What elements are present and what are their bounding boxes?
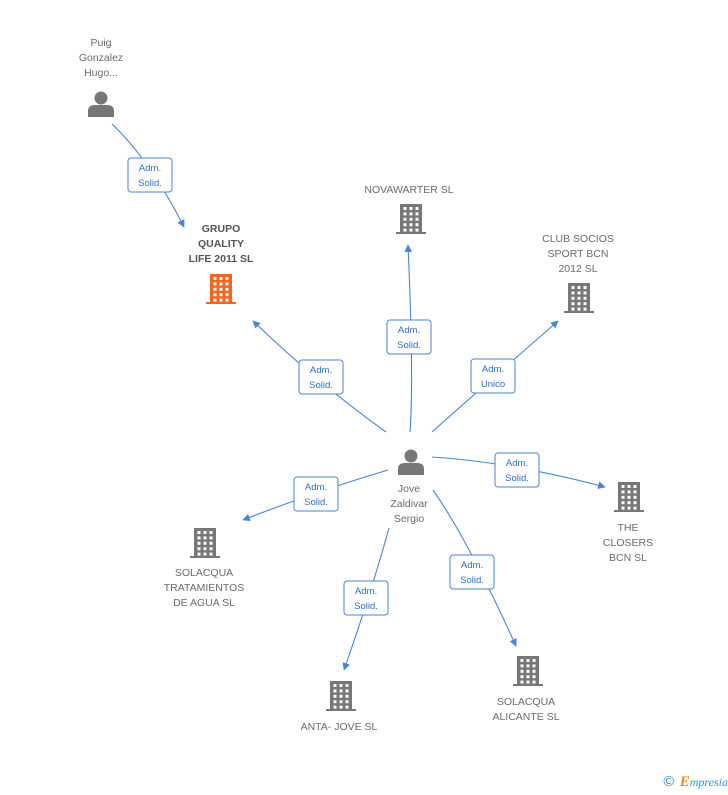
node-label: NOVAWARTER SL <box>364 184 453 196</box>
relation-label: Solid. <box>138 178 162 189</box>
relation-badge-club[interactable]: Adm. Unico <box>470 358 516 394</box>
relation-label: Adm. <box>310 365 332 376</box>
relation-label: Adm. <box>461 560 483 571</box>
relation-label: Adm. <box>482 364 504 375</box>
relation-label: Solid. <box>309 380 333 391</box>
relation-badge-solacqua_trat[interactable]: Adm. Solid. <box>293 476 339 512</box>
relation-label: Solid. <box>397 340 421 351</box>
relation-label: Solid. <box>354 601 378 612</box>
node-label: SOLACQUA <box>175 567 233 579</box>
node-label: 2012 SL <box>558 263 597 275</box>
relation-badge-box <box>449 554 495 590</box>
relation-badge-box <box>293 476 339 512</box>
building-icon <box>396 204 426 234</box>
relation-badge-box <box>494 452 540 488</box>
node-label: CLOSERS <box>603 537 653 549</box>
node-nova[interactable]: NOVAWARTER SL <box>364 184 454 234</box>
node-label: GRUPO <box>202 223 241 235</box>
node-label: TRATAMIENTOS <box>164 582 245 594</box>
relation-label: Adm. <box>506 458 528 469</box>
building-icon <box>190 528 220 558</box>
edge-jove-solacqua_ali <box>432 489 517 647</box>
empresia-watermark[interactable]: © E mpresia <box>662 773 728 791</box>
relation-label: Adm. <box>139 163 161 174</box>
relation-label: Adm. <box>305 482 327 493</box>
brand-name: mpresia <box>689 774 728 789</box>
building-icon <box>326 681 356 711</box>
brand-initial: E <box>679 773 690 790</box>
building-icon <box>513 656 543 686</box>
relation-badge-anta[interactable]: Adm. Solid. <box>343 580 389 616</box>
relation-badge-nova[interactable]: Adm. Solid. <box>386 319 432 355</box>
node-label: BCN SL <box>609 552 647 564</box>
relation-badge-solacqua_ali[interactable]: Adm. Solid. <box>449 554 495 590</box>
relation-badge-closers[interactable]: Adm. Solid. <box>494 452 540 488</box>
relation-label: Adm. <box>355 586 377 597</box>
node-label: ANTA- JOVE SL <box>301 721 378 733</box>
node-label: Jove <box>398 483 420 495</box>
node-label: Zaldivar <box>390 498 428 510</box>
node-label: Puig <box>90 37 111 49</box>
node-label: Sergio <box>394 513 425 525</box>
building-icon <box>206 274 236 304</box>
node-club[interactable]: CLUB SOCIOS SPORT BCN 2012 SL <box>542 233 614 313</box>
node-label: LIFE 2011 SL <box>189 253 254 265</box>
node-label: SOLACQUA <box>497 696 555 708</box>
relation-label: Solid. <box>304 497 328 508</box>
node-grupo[interactable]: GRUPO QUALITY LIFE 2011 SL <box>189 223 254 304</box>
person-icon <box>398 449 424 475</box>
relation-badge-box <box>386 319 432 355</box>
relation-label: Solid. <box>460 575 484 586</box>
node-puig[interactable]: PuigGonzalezHugo... <box>79 37 123 117</box>
relation-badge-box <box>470 358 516 394</box>
relation-badge-grupo[interactable]: Adm. Solid. <box>127 157 173 193</box>
node-label: THE <box>618 522 639 534</box>
node-label: Hugo... <box>84 67 118 79</box>
node-solacqua_ali[interactable]: SOLACQUA ALICANTE SL <box>492 656 560 723</box>
relation-label: Adm. <box>398 325 420 336</box>
badges-layer: Adm.Solid.Adm.Solid.Adm.Solid.Adm.UnicoA… <box>127 157 540 616</box>
copyright-icon: © <box>661 774 676 790</box>
person-icon <box>88 91 114 117</box>
building-icon <box>614 482 644 512</box>
relation-badge-box <box>298 359 344 395</box>
relation-label: Solid. <box>505 473 529 484</box>
relation-badge-box <box>127 157 173 193</box>
node-label: SPORT BCN <box>548 248 609 260</box>
relation-label: Unico <box>481 379 505 390</box>
node-label: Gonzalez <box>79 52 123 64</box>
node-label: DE AGUA SL <box>173 597 235 609</box>
node-label: CLUB SOCIOS <box>542 233 614 245</box>
node-label: QUALITY <box>198 238 244 250</box>
relation-badge-box <box>343 580 389 616</box>
node-solacqua_trat[interactable]: SOLACQUA TRATAMIENTOS DE AGUA SL <box>164 528 245 609</box>
edge-jove-nova <box>404 244 413 433</box>
node-label: ALICANTE SL <box>492 711 559 723</box>
building-icon <box>564 283 594 313</box>
node-anta[interactable]: ANTA- JOVE SL <box>301 681 378 733</box>
node-closers[interactable]: THE CLOSERS BCN SL <box>603 482 653 564</box>
relation-badge-grupo[interactable]: Adm. Solid. <box>298 359 344 395</box>
